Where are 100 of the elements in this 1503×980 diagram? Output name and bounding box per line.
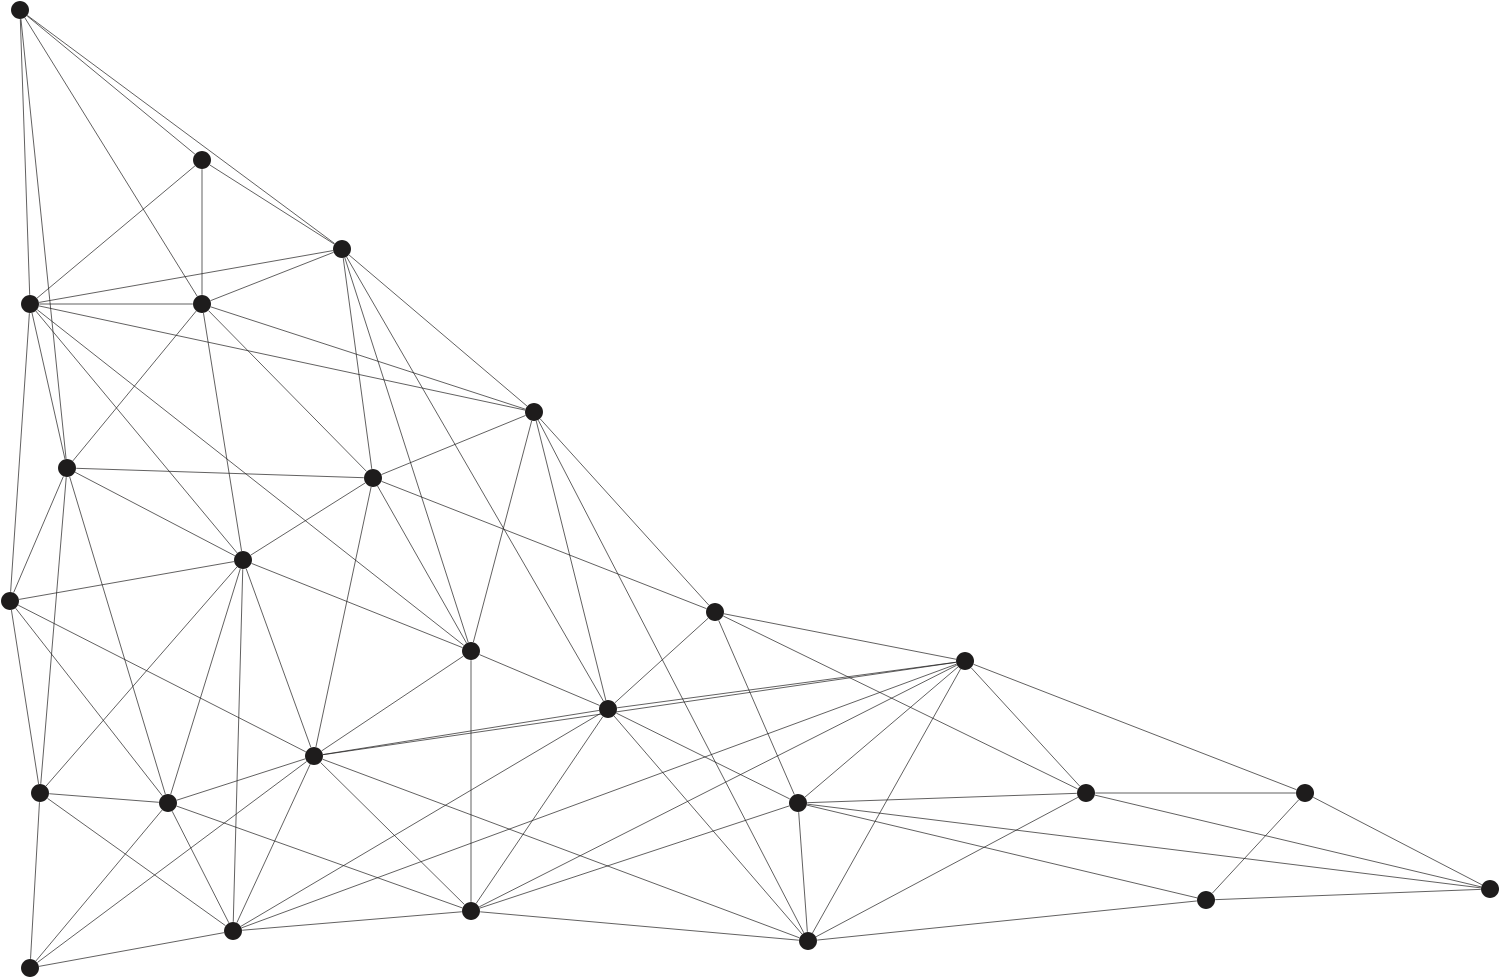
connector-line	[240, 713, 601, 927]
connector-line	[722, 615, 1079, 790]
connector-line	[613, 715, 803, 935]
connector-line	[40, 476, 67, 785]
connector-line	[1094, 792, 1297, 794]
connector-line	[321, 655, 464, 752]
connector-line	[19, 18, 31, 296]
connector-line	[1211, 799, 1300, 894]
connector-line	[75, 467, 365, 479]
dot	[462, 902, 480, 920]
connector-line	[74, 471, 236, 557]
connector-line	[806, 803, 1482, 889]
connector-line	[322, 710, 600, 755]
dot	[599, 700, 617, 718]
dot	[234, 551, 252, 569]
connector-line	[478, 664, 958, 908]
dot	[21, 295, 39, 313]
dot	[193, 295, 211, 313]
connector-line	[718, 620, 795, 795]
connector-line	[245, 568, 312, 748]
connector-line	[232, 568, 244, 923]
dot	[159, 794, 177, 812]
connector-line	[38, 303, 194, 305]
connector-line	[38, 305, 526, 411]
connector-line	[344, 257, 469, 643]
connector-line	[315, 486, 372, 748]
connector-line	[479, 911, 800, 941]
connector-line	[69, 476, 166, 795]
dot	[462, 642, 480, 660]
dot	[789, 794, 807, 812]
connector-line	[346, 256, 604, 702]
dot	[525, 403, 543, 421]
connector-line	[209, 164, 335, 245]
connector-line	[210, 306, 526, 410]
connector-line	[320, 762, 465, 905]
connector-line	[535, 420, 607, 701]
dot	[706, 603, 724, 621]
connector-line	[377, 485, 467, 644]
connector-line	[381, 415, 526, 475]
connector-line	[72, 310, 197, 462]
connector-line	[970, 667, 1081, 787]
connector-line	[13, 476, 64, 593]
connector-line	[815, 797, 1079, 938]
dot	[333, 240, 351, 258]
dot	[1296, 784, 1314, 802]
connector-line	[473, 420, 532, 643]
dot	[799, 932, 817, 950]
connector-line	[176, 805, 463, 909]
dot	[956, 652, 974, 670]
dot	[1481, 880, 1499, 898]
connector-line	[479, 805, 790, 909]
dot	[11, 1, 29, 19]
dot	[224, 922, 242, 940]
connector-line	[36, 309, 465, 646]
connector-line	[342, 257, 373, 470]
connector-line	[806, 793, 1078, 804]
connector-line	[20, 18, 67, 460]
connector-line	[11, 609, 39, 785]
connector-line	[537, 419, 805, 934]
connector-line	[615, 712, 791, 800]
connector-line	[470, 659, 472, 903]
connector-line	[251, 563, 463, 648]
connector-line	[26, 15, 196, 155]
dot	[1197, 891, 1215, 909]
connector-line	[10, 312, 30, 593]
connector-line	[31, 312, 66, 460]
connector-line	[236, 764, 311, 923]
connector-line	[1312, 796, 1483, 886]
connector-line	[37, 761, 307, 963]
connector-line	[24, 17, 198, 297]
connector-line	[322, 758, 800, 939]
connector-line	[201, 168, 203, 296]
connector-line	[723, 613, 957, 660]
connector-line	[35, 310, 238, 554]
connector-line	[1094, 794, 1482, 888]
connector-line	[48, 793, 160, 803]
dot	[58, 459, 76, 477]
connector-line	[38, 250, 334, 303]
connector-line	[47, 798, 226, 926]
connector-line	[241, 663, 957, 929]
connector-line	[17, 604, 307, 753]
connector-line	[15, 607, 163, 797]
connector-line	[45, 566, 238, 787]
connector-line	[798, 811, 808, 933]
connector-line	[171, 810, 230, 924]
connector-line	[250, 482, 366, 556]
connector-line	[176, 758, 306, 801]
connector-line	[30, 801, 40, 960]
connector-line	[348, 254, 528, 407]
connector-line	[806, 804, 1198, 899]
connector-line	[170, 568, 241, 795]
dot	[1, 592, 19, 610]
connector-line	[18, 561, 235, 600]
connector-line	[27, 15, 335, 244]
dot	[193, 151, 211, 169]
connector-line	[973, 664, 1297, 791]
connector-line	[381, 481, 707, 609]
connector-line	[475, 716, 604, 904]
connector-line	[1214, 889, 1482, 900]
connector-line	[35, 809, 163, 962]
